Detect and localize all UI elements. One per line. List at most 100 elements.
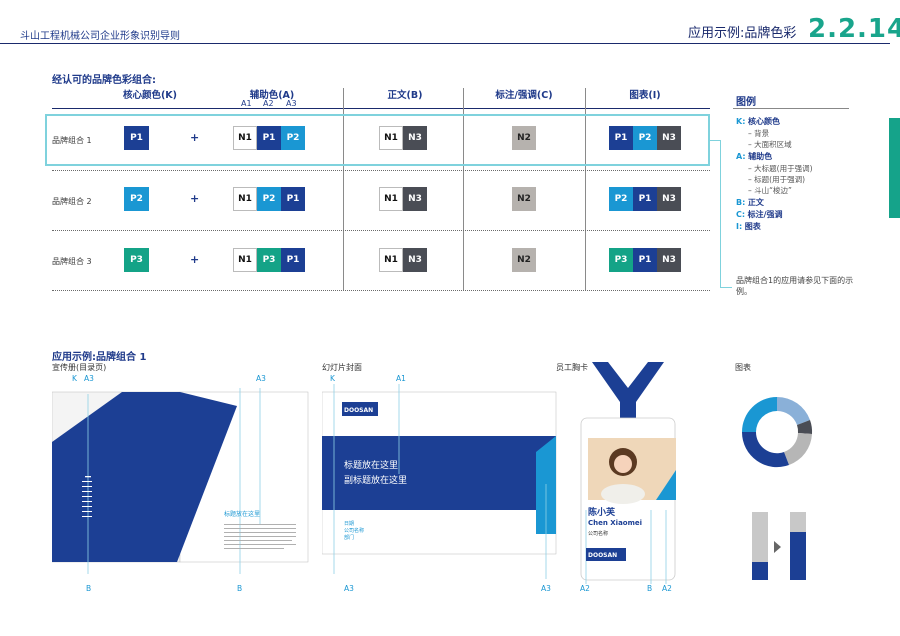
swatch-body: N1 bbox=[379, 248, 403, 272]
legend-dash: – bbox=[748, 164, 752, 173]
legend-key: I: bbox=[736, 222, 743, 231]
swatch-chart: N3 bbox=[657, 187, 681, 211]
legend-dash: – bbox=[748, 129, 752, 138]
slide-caption: 幻灯片封面 bbox=[322, 363, 362, 372]
col-note: 标注/强调(C) bbox=[495, 90, 553, 101]
table-divider bbox=[463, 88, 464, 290]
legend-key: B: bbox=[736, 198, 746, 207]
bar-mark bbox=[790, 532, 806, 580]
legend-sub: – 大面积区域 bbox=[748, 140, 792, 149]
swatch-note: N2 bbox=[512, 248, 536, 272]
slide-company: 公司名称 bbox=[344, 527, 364, 534]
swatch-core: P1 bbox=[124, 126, 149, 150]
label-b: B bbox=[647, 584, 653, 593]
label-a2: A2 bbox=[662, 584, 672, 593]
legend-dash: – bbox=[748, 140, 752, 149]
legend-item: C: 标注/强调 bbox=[736, 209, 783, 220]
col-core: 核心颜色(K) bbox=[122, 90, 178, 101]
legend-dash: – bbox=[748, 186, 752, 195]
legend-sub: – 大标题(用于强调) bbox=[748, 164, 813, 173]
header-rule bbox=[0, 43, 890, 44]
slide-logo: DOOSAN bbox=[344, 407, 373, 414]
legend-item: B: 正文 bbox=[736, 197, 764, 208]
legend-sub: – 标题(用于强调) bbox=[748, 175, 805, 184]
swatch-note: N2 bbox=[512, 187, 536, 211]
table-divider bbox=[343, 88, 344, 290]
donut-segment bbox=[742, 397, 777, 432]
legend-rule bbox=[733, 108, 849, 109]
swatch-chart: P1 bbox=[633, 187, 657, 211]
swatch-chart: N3 bbox=[657, 126, 681, 150]
bracket-line bbox=[720, 287, 732, 288]
swatch-aux: P2 bbox=[257, 187, 281, 211]
swatch-aux: N1 bbox=[233, 248, 257, 272]
slide-dept: 部门 bbox=[344, 534, 354, 541]
bracket-line bbox=[710, 140, 720, 141]
bar-mark bbox=[752, 562, 768, 580]
swatch-chart: N3 bbox=[657, 248, 681, 272]
slide-cover: DOOSAN 标题放在这里 副标题放在这里 日期 公司名称 部门 bbox=[322, 384, 557, 579]
col-body: 正文(B) bbox=[387, 90, 423, 101]
legend-item: A: 辅助色 bbox=[736, 151, 772, 162]
aux-sub-a1: A1 bbox=[241, 99, 252, 108]
swatch-body: N1 bbox=[379, 126, 403, 150]
swatch-chart: P1 bbox=[633, 248, 657, 272]
row-separator bbox=[52, 170, 710, 171]
swatch-aux: P2 bbox=[281, 126, 305, 150]
swatch-core: P2 bbox=[124, 187, 149, 211]
legend-dash: – bbox=[748, 175, 752, 184]
plus-sign: + bbox=[190, 253, 200, 266]
swatch-chart: P2 bbox=[609, 187, 633, 211]
employee-badge: 陈小芙 Chen Xiaomei 公司名称 DOOSAN bbox=[580, 362, 676, 584]
brochure-spread: 标题放在这里 bbox=[52, 388, 309, 574]
donut-segment bbox=[777, 396, 810, 425]
row-label: 品牌组合 3 bbox=[52, 257, 92, 266]
arrow-icon bbox=[774, 541, 781, 553]
donut-segment bbox=[797, 420, 813, 434]
legend-item: K: 核心颜色 bbox=[736, 116, 780, 127]
legend-label: 核心颜色 bbox=[747, 117, 780, 126]
swatch-chart: P3 bbox=[609, 248, 633, 272]
aux-sub-a3: A3 bbox=[286, 99, 297, 108]
label-a3: A3 bbox=[84, 374, 94, 383]
swatch-note: N2 bbox=[512, 126, 536, 150]
legend-sub: – 斗山“梭边” bbox=[748, 186, 792, 195]
legend-key: C: bbox=[736, 210, 746, 219]
table-divider bbox=[585, 88, 586, 290]
label-b: B bbox=[237, 584, 243, 593]
aux-sub-a2: A2 bbox=[263, 99, 274, 108]
slide-subtitle: 副标题放在这里 bbox=[344, 474, 407, 486]
document-title: 斗山工程机械公司企业形象识别导则 bbox=[20, 31, 180, 42]
row-separator bbox=[52, 290, 710, 291]
plus-sign: + bbox=[190, 192, 200, 205]
legend-key: A: bbox=[736, 152, 746, 161]
table-title: 经认可的品牌色彩组合: bbox=[52, 75, 156, 86]
col-aux: 辅助色(A) bbox=[249, 90, 295, 101]
legend-key: K: bbox=[736, 117, 746, 126]
legend-title: 图例 bbox=[736, 97, 756, 108]
table-header-rule bbox=[52, 108, 710, 109]
legend-note: 品牌组合1的应用请参见下面的示例。 bbox=[736, 276, 854, 296]
badge-logo: DOOSAN bbox=[588, 552, 617, 559]
swatch-aux: P1 bbox=[257, 126, 281, 150]
swatch-body: N3 bbox=[403, 248, 427, 272]
swatch-body: N1 bbox=[379, 187, 403, 211]
label-a1: A1 bbox=[396, 374, 406, 383]
label-a2: A2 bbox=[580, 584, 590, 593]
swatch-aux: P1 bbox=[281, 248, 305, 272]
slide-title: 标题放在这里 bbox=[344, 459, 398, 471]
brochure-caption: 宣传册(目录页) bbox=[52, 363, 107, 372]
swatch-aux: P1 bbox=[281, 187, 305, 211]
label-b: B bbox=[86, 584, 92, 593]
swatch-body: N3 bbox=[403, 187, 427, 211]
brochure-headline: 标题放在这里 bbox=[224, 510, 260, 518]
donut-segment bbox=[784, 433, 812, 465]
swatch-core: P3 bbox=[124, 248, 149, 272]
legend-item: I: 图表 bbox=[736, 221, 761, 232]
col-chart: 图表(I) bbox=[629, 90, 661, 101]
sample-charts bbox=[741, 396, 813, 580]
examples-title: 应用示例:品牌组合 1 bbox=[52, 352, 147, 363]
row-label: 品牌组合 2 bbox=[52, 197, 92, 206]
row-label: 品牌组合 1 bbox=[52, 136, 92, 145]
swatch-aux: P3 bbox=[257, 248, 281, 272]
